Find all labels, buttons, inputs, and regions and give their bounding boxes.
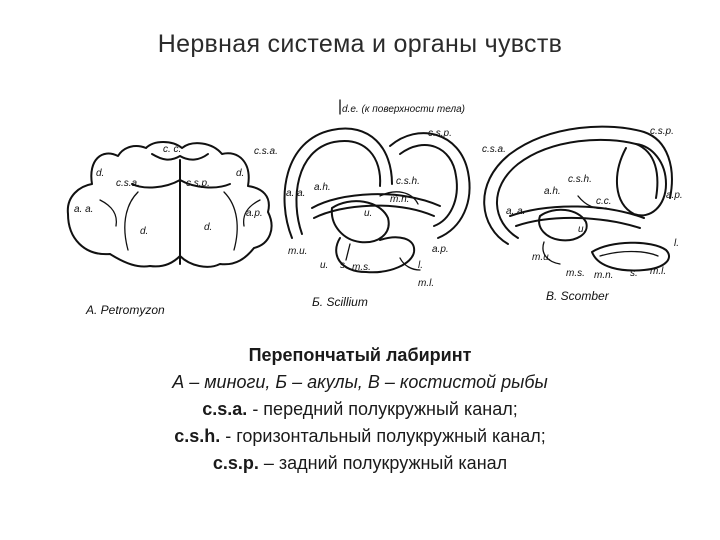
caption-groups: А – миноги, Б – акулы, В – костистой рыб… (172, 372, 548, 392)
label-a-p: a.p. (432, 244, 449, 255)
label-m-s: m.s. (566, 268, 585, 279)
label-d: d. (140, 226, 148, 237)
label-d: d. (236, 168, 244, 179)
label-m-u: m.u. (288, 246, 307, 257)
label-m-l: m.l. (418, 278, 434, 289)
label-a-a: a. a. (506, 206, 525, 217)
labyrinth-drawing: c. c. d. c.s.a. c.s.p. d. a. a. d. d. a.… (66, 99, 683, 317)
label-m-l: m.l. (650, 266, 666, 277)
label-d: d. (96, 168, 104, 179)
abbr-csa: c.s.a. (202, 399, 248, 419)
label-m-s: m.s. (352, 262, 371, 273)
caption-petromyzon: А. Petromyzon (85, 303, 165, 317)
label-c-c: c.c. (596, 196, 612, 207)
caption-line-csh: c.s.h. - горизонтальный полукружный кана… (0, 423, 720, 450)
label-c-s-p: c.s.p. (650, 126, 674, 137)
panel-scomber: c.s.p. c.s.a. c.s.h. a.h. c.c. a.p. a. a… (482, 125, 683, 303)
label-c-s-p: c.s.p. (428, 128, 452, 139)
abbr-csh: c.s.h. (174, 426, 221, 446)
label-c-s-a: c.s.a. (482, 144, 506, 155)
label-c-c: c. c. (163, 144, 181, 155)
label-u: u. (320, 260, 328, 271)
labyrinth-figure: c. c. d. c.s.a. c.s.p. d. a. a. d. d. a.… (40, 88, 700, 320)
caption-heading: Перепончатый лабиринт (248, 345, 472, 365)
caption-scillium: Б. Scillium (312, 295, 368, 309)
label-c-s-a: c.s.a. (116, 178, 140, 189)
label-c-s-p: c.s.p. (186, 178, 210, 189)
panel-scillium: d.e. (к поверхности тела) c.s.a. c.s.p. … (254, 99, 471, 309)
desc-csa: - передний полукружный канал; (247, 399, 518, 419)
label-d: d. (204, 222, 212, 233)
label-l: l. (418, 260, 423, 271)
abbr-csp: c.s.p. (212, 453, 259, 473)
caption-scomber: В. Scomber (546, 289, 610, 303)
desc-csp: – задний полукружный канал (258, 453, 508, 473)
panel-petromyzon: c. c. d. c.s.a. c.s.p. d. a. a. d. d. a.… (66, 141, 273, 317)
label-m-n: m.n. (594, 270, 613, 281)
caption-line-csa: c.s.a. - передний полукружный канал; (0, 396, 720, 423)
label-a-h: a.h. (544, 186, 561, 197)
label-m-n: m.n. (390, 194, 409, 205)
label-u: u. (364, 208, 372, 219)
slide-title: Нервная система и органы чувств (157, 30, 563, 58)
label-a-h: a.h. (314, 182, 331, 193)
label-m-u: m.u. (532, 252, 551, 263)
label-s: s. (340, 260, 348, 271)
label-c-s-h: c.s.h. (396, 176, 420, 187)
label-c-s-a: c.s.a. (254, 146, 278, 157)
label-d-e: d.e. (к поверхности тела) (342, 104, 465, 115)
label-a-p: a.p. (666, 190, 683, 201)
label-l: l. (674, 238, 679, 249)
label-c-s-h: c.s.h. (568, 174, 592, 185)
caption-line-csp: c.s.p. – задний полукружный канал (0, 450, 720, 477)
label-a-a: a. a. (74, 204, 93, 215)
label-u: u. (578, 224, 586, 235)
figure-caption: Перепончатый лабиринт А – миноги, Б – ак… (0, 342, 720, 477)
label-a-a: a. a. (286, 188, 305, 199)
label-a-p: a.p. (246, 208, 263, 219)
desc-csh: - горизонтальный полукружный канал; (220, 426, 546, 446)
label-s: s. (630, 268, 638, 279)
